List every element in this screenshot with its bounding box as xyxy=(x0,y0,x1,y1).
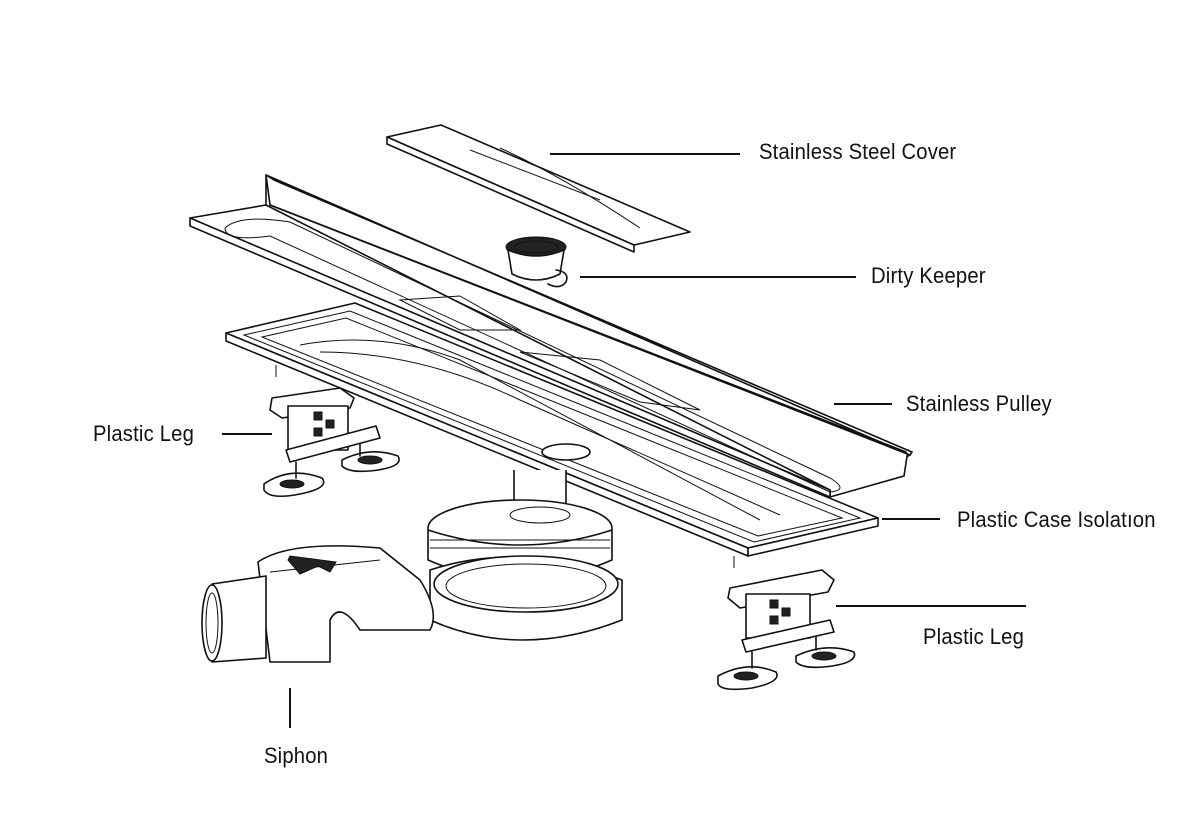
plastic-leg-right-part xyxy=(717,569,856,691)
label-stainless-steel-cover: Stainless Steel Cover xyxy=(759,139,957,164)
plastic-case-isolation-part xyxy=(225,302,879,568)
label-stainless-pulley: Stainless Pulley xyxy=(906,391,1052,416)
plastic-leg-left-part xyxy=(263,387,400,498)
stainless-pulley-part xyxy=(189,174,913,498)
dirty-keeper-part xyxy=(505,236,568,288)
label-dirty-keeper: Dirty Keeper xyxy=(871,263,986,288)
label-plastic-leg-right: Plastic Leg xyxy=(923,624,1025,649)
label-plastic-leg-left: Plastic Leg xyxy=(93,421,195,446)
siphon-part xyxy=(201,470,623,663)
label-siphon: Siphon xyxy=(264,743,329,768)
label-plastic-case-isolation: Plastic Case Isolatıon xyxy=(957,507,1156,532)
stainless-steel-cover-part xyxy=(386,124,691,253)
